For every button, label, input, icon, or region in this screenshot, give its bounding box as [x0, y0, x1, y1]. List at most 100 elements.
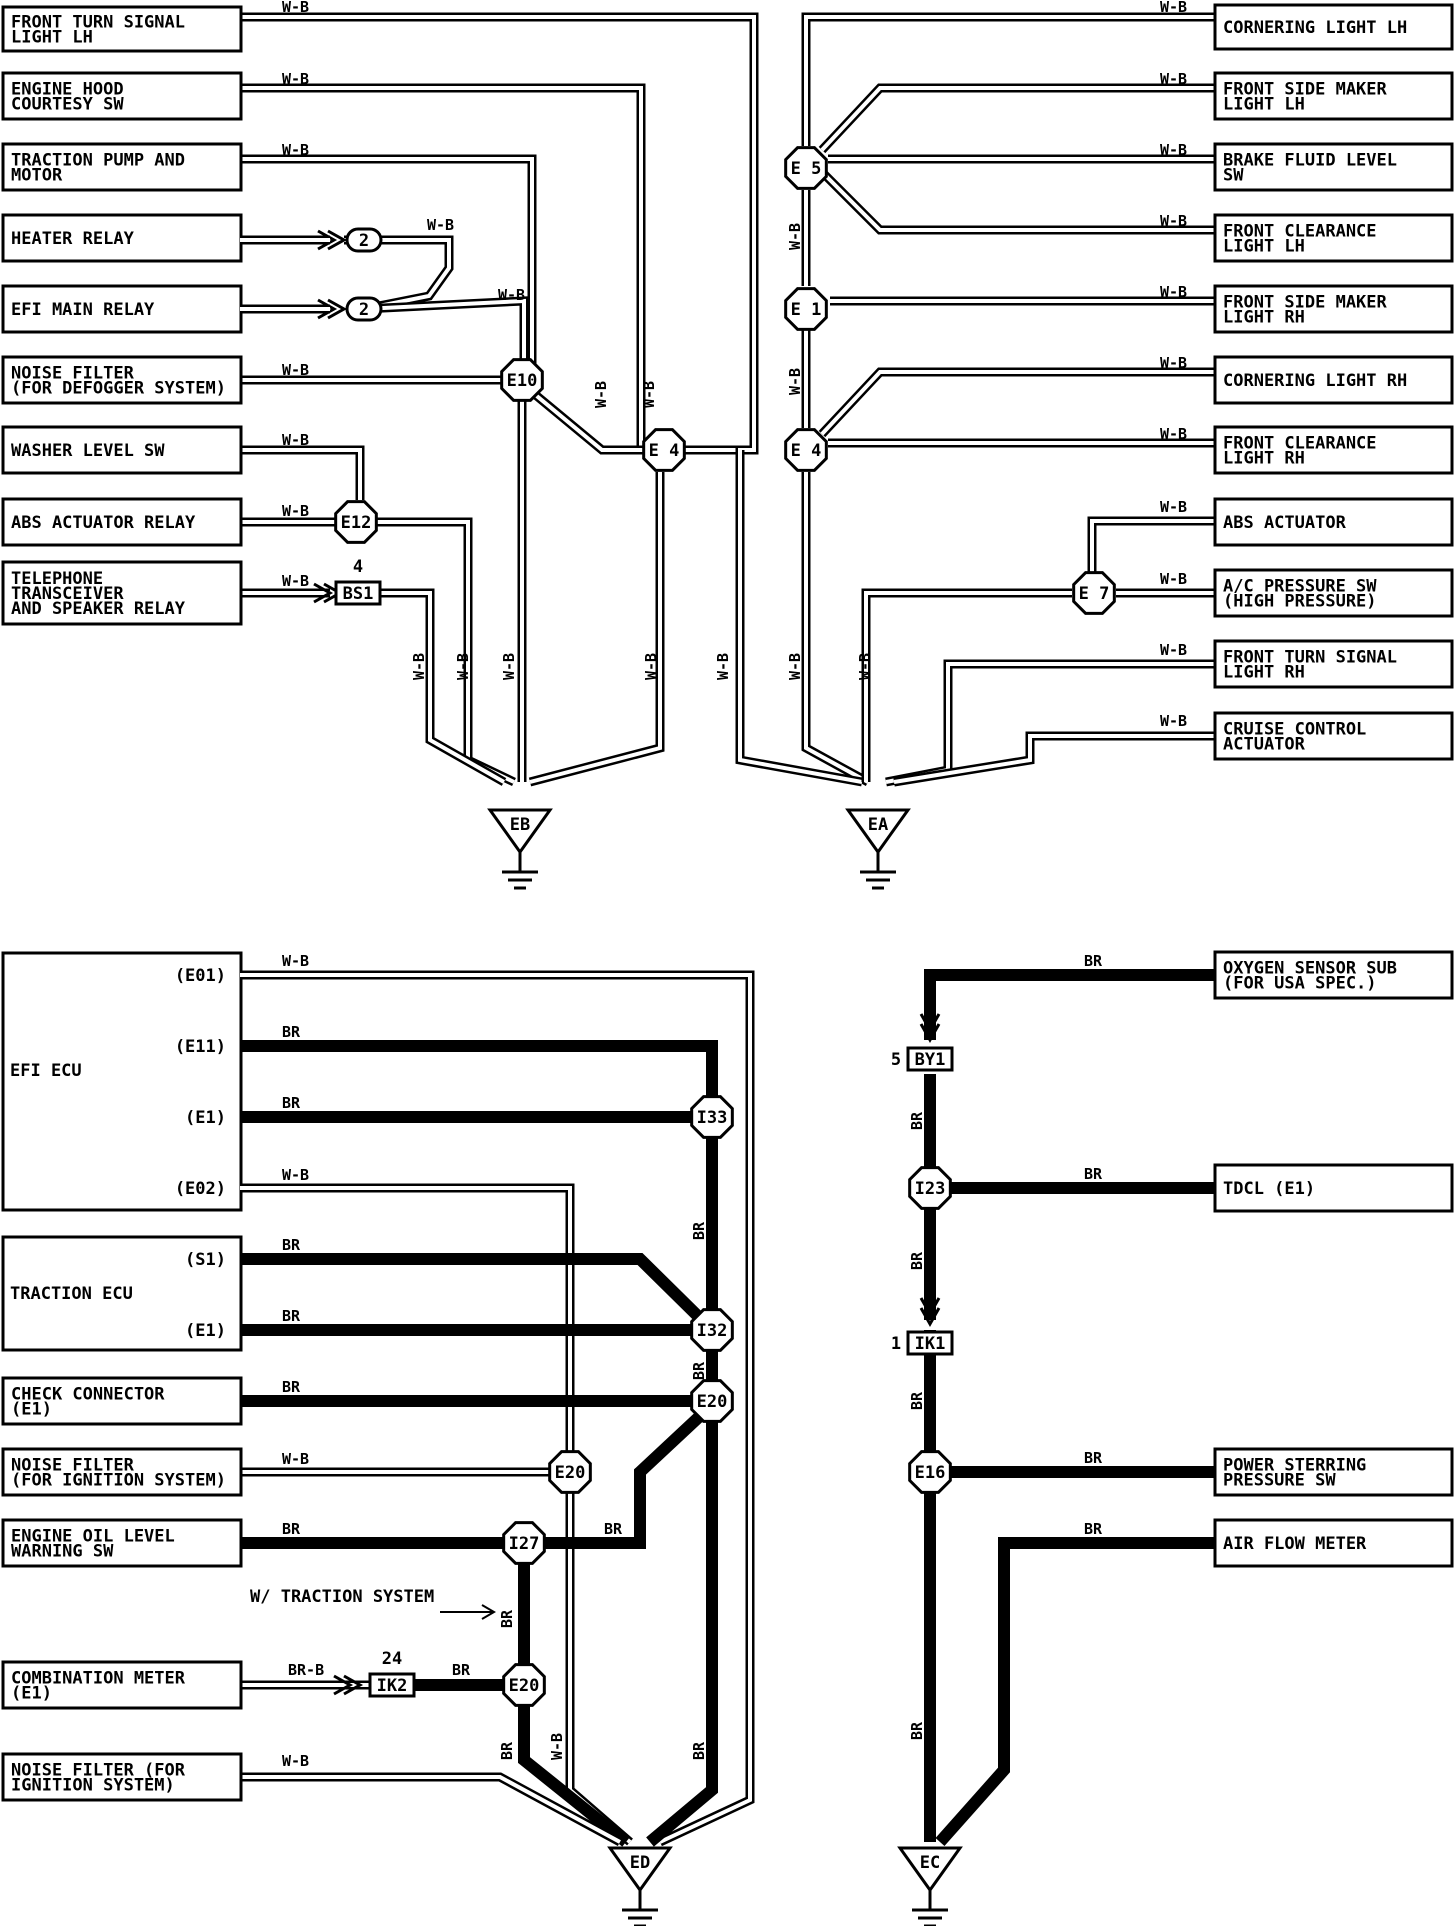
arrow-combo-meter [333, 1674, 364, 1696]
box-ac-pressure-sw-label: A/C PRESSURE SW [1223, 577, 1377, 597]
junction-i33 [690, 1095, 734, 1139]
wire-cornering-lh-outer [801, 12, 1215, 146]
box-engine-oil-level-sw [1, 1518, 243, 1568]
box-front-turn-signal-lh-label: LIGHT LH [11, 28, 93, 48]
box-noise-filter-ignition-2 [1, 1752, 243, 1802]
junction-e7 [1072, 571, 1116, 615]
efi-ecu-pin-2: (E1) [185, 1108, 226, 1128]
wire-cornering-rh-inner [820, 370, 1215, 436]
wire-e7-to-ea-outer [861, 588, 1072, 782]
junction-e1 [784, 287, 828, 331]
note-arrow-head [481, 1604, 496, 1620]
connector-ik1-label: IK1 [915, 1334, 946, 1354]
wire-color-wb-tl-8: W-B [498, 286, 525, 304]
junction-e4-left-label: E 4 [649, 441, 680, 461]
box-engine-hood-courtesy-sw-label: ENGINE HOOD [11, 80, 124, 100]
box-power-steering-sw-label: PRESSURE SW [1223, 1471, 1336, 1491]
wire-color-wb-tlv-5: W-B [642, 653, 660, 680]
box-heater-relay-label: HEATER RELAY [11, 229, 135, 249]
wire-efi-e01-outer [240, 970, 755, 1847]
box-front-side-maker-rh-label: LIGHT RH [1223, 308, 1305, 328]
wire-bs1-to-eb-outer [378, 588, 507, 786]
wire-efi-e11 [240, 1040, 718, 1847]
wire-relay-to-e10-outer [363, 296, 529, 360]
wire-color-wb-tlv-1: W-B [640, 381, 658, 408]
wire-clearance-lh-inner [820, 170, 1215, 232]
box-telephone-transceiver-label: TELEPHONE [11, 569, 103, 589]
wire-color-wb-trv-4: W-B [856, 653, 874, 680]
wire-color-br-br-3: BR [1084, 1520, 1103, 1538]
box-front-clearance-lh [1213, 213, 1454, 263]
wire-color-wb-tlv-0: W-B [592, 381, 610, 408]
wire-relay-to-e10-inner [363, 298, 526, 360]
junction-e5-label: E 5 [791, 159, 822, 179]
wire-color-wb-tl-4: W-B [282, 431, 309, 449]
box-cornering-light-rh-label: CORNERING LIGHT RH [1223, 371, 1407, 391]
ground-ed-label: ED [630, 1853, 650, 1873]
box-front-side-maker-rh-label: FRONT SIDE MAKER [1223, 293, 1388, 313]
box-front-turn-signal-rh-label: FRONT TURN SIGNAL [1223, 648, 1397, 668]
wire-color-br-bl-4: BR [282, 1378, 301, 1396]
junction-i23-label: I23 [915, 1179, 946, 1199]
junction-e20-b [548, 1450, 592, 1494]
wire-air-flow [935, 1537, 1215, 1846]
wire-color-wb-tr-9: W-B [1160, 641, 1187, 659]
box-cruise-control-actuator-label: CRUISE CONTROL [1223, 720, 1366, 740]
wire-ftsl-lh [240, 12, 759, 455]
box-front-clearance-rh [1213, 425, 1454, 475]
wire-color-wb-tlv-4: W-B [500, 653, 518, 680]
box-engine-oil-level-sw-label: WARNING SW [11, 1542, 114, 1562]
wire-color-wb-bl-1: W-B [282, 1166, 309, 1184]
junction-e20-a-label: E20 [697, 1392, 728, 1412]
wire-color-wb-bl-3: W-B [282, 1752, 309, 1770]
wire-e7-to-ea-inner [864, 591, 1072, 782]
wire-color-wb-tr-2: W-B [1160, 141, 1187, 159]
box-noise-filter-ignition-1-label: NOISE FILTER [11, 1456, 135, 1476]
junction-i33-label: I33 [697, 1108, 728, 1128]
junction-e20-a [690, 1379, 734, 1423]
wire-color-br-bl-2: BR [282, 1236, 301, 1254]
connector-by1-pin: 5 [891, 1050, 901, 1070]
wire-color-wb-tl-5: W-B [282, 502, 309, 520]
box-traction-pump-motor-label: TRACTION PUMP AND [11, 151, 185, 171]
wire-e4r-to-ea-outer [801, 472, 871, 786]
box-combination-meter-label: (E1) [11, 1684, 52, 1704]
efi-ecu-pin-3: (E02) [175, 1179, 226, 1199]
wire-heater-loop-inner [344, 238, 451, 311]
wire-color-br-bl-7: BR [452, 1661, 471, 1679]
note-traction-system: W/ TRACTION SYSTEM [250, 1587, 434, 1607]
wire-e7-to-ea [861, 588, 1072, 782]
box-engine-oil-level-sw-label: ENGINE OIL LEVEL [11, 1527, 175, 1547]
wire-color-wb-trv-0: W-B [786, 223, 804, 250]
wire-color-wb-tl-3: W-B [282, 361, 309, 379]
box-check-connector-label: CHECK CONNECTOR [11, 1385, 165, 1405]
junction-e5 [784, 146, 828, 190]
wire-e4-to-eb-outer [528, 472, 665, 787]
box-ac-pressure-sw [1213, 568, 1454, 618]
wire-color-wb-tr-0: W-B [1160, 0, 1187, 16]
wire-color-br-brv-0: BR [908, 1111, 926, 1130]
connector-2b [345, 296, 383, 322]
box-check-connector [1, 1376, 243, 1426]
wire-color-br-blv-1: BR [690, 1361, 708, 1380]
box-front-clearance-lh-label: LIGHT LH [1223, 237, 1305, 257]
box-brake-fluid-level-sw-label: SW [1223, 166, 1244, 186]
box-front-turn-signal-rh-label: LIGHT RH [1223, 663, 1305, 683]
box-telephone-transceiver-label: TRANSCEIVER [11, 584, 124, 604]
box-front-turn-signal-lh [1, 5, 243, 53]
box-tdcl-label: TDCL (E1) [1223, 1179, 1315, 1199]
connector-by1-label: BY1 [915, 1050, 946, 1070]
box-noise-filter-defogger-label: (FOR DEFOGGER SYSTEM) [11, 379, 226, 399]
junction-e12 [334, 500, 378, 544]
box-washer-level-sw-label: WASHER LEVEL SW [11, 441, 165, 461]
junction-e4-left [642, 428, 686, 472]
wire-side-maker-lh-outer [818, 83, 1215, 154]
connector-bs1-label: BS1 [343, 584, 374, 604]
wire-i27-to-ed [518, 1543, 630, 1847]
box-front-side-maker-lh-label: FRONT SIDE MAKER [1223, 80, 1388, 100]
box-engine-hood-courtesy-sw [1, 71, 243, 121]
box-abs-actuator-relay [1, 497, 243, 547]
wire-color-wb-tlv-2: W-B [410, 653, 428, 680]
wire-color-wb-trv-3: W-B [786, 653, 804, 680]
